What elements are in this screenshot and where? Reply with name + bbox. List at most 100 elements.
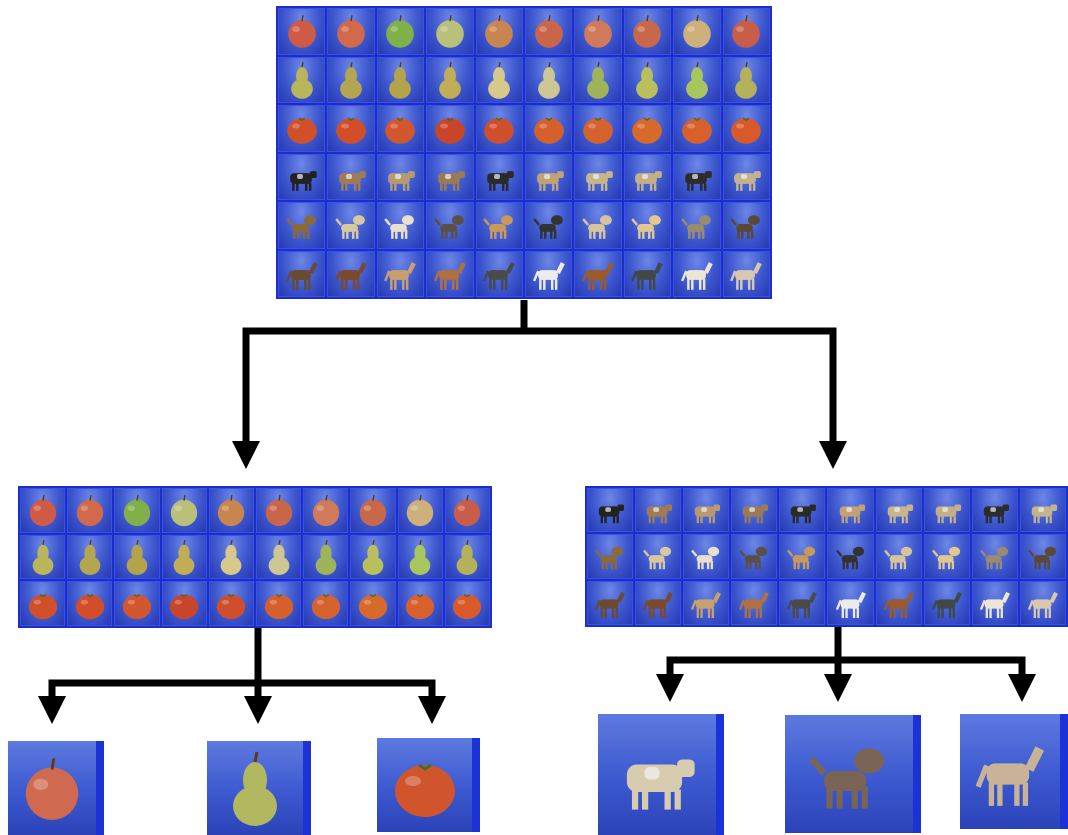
tomato-image-6 bbox=[525, 105, 573, 152]
leaf-apple-image bbox=[8, 741, 104, 835]
dog-image-4 bbox=[731, 534, 778, 579]
pear-image-3 bbox=[376, 56, 425, 103]
apple-image-3 bbox=[376, 8, 425, 55]
horse-image-2 bbox=[635, 580, 682, 625]
apple-image-7 bbox=[303, 488, 349, 533]
horse-image-9 bbox=[673, 250, 721, 297]
cow-image-9 bbox=[971, 488, 1018, 533]
cow-image-1 bbox=[587, 488, 634, 533]
pear-image-1 bbox=[20, 534, 66, 580]
apple-image-5 bbox=[475, 8, 523, 55]
cow-image-2 bbox=[327, 153, 375, 200]
tomato-image-2 bbox=[327, 105, 375, 152]
tomato-image-9 bbox=[673, 105, 721, 152]
dog-image-4 bbox=[426, 202, 474, 249]
apple-image-9 bbox=[673, 8, 721, 55]
arrow-animals-to-cow bbox=[656, 627, 842, 702]
cow-image-7 bbox=[574, 153, 622, 200]
tomato-image-6 bbox=[256, 581, 302, 626]
cow-image-8 bbox=[923, 488, 970, 533]
pear-image-10 bbox=[722, 56, 770, 103]
pear-image-7 bbox=[574, 56, 622, 103]
apple-image-5 bbox=[208, 488, 254, 533]
tomato-image-7 bbox=[574, 105, 622, 152]
horse-image-4 bbox=[426, 250, 474, 297]
horse-image-8 bbox=[923, 580, 970, 625]
horse-image-3 bbox=[683, 580, 730, 625]
arrow-root-to-fruits bbox=[232, 300, 528, 469]
cow-image-1 bbox=[278, 153, 326, 200]
dog-image-3 bbox=[683, 534, 730, 579]
arrow-fruits-to-tomato bbox=[258, 679, 446, 724]
fruit-image-grid bbox=[18, 486, 492, 628]
pear-image-7 bbox=[303, 534, 349, 580]
apple-image-1 bbox=[278, 8, 326, 55]
dog-image-8 bbox=[923, 534, 970, 579]
horse-image-4 bbox=[731, 580, 778, 625]
pear-image-10 bbox=[444, 534, 490, 580]
dog-image-5 bbox=[475, 202, 523, 249]
horse-image-5 bbox=[475, 250, 523, 297]
horse-image-6 bbox=[525, 250, 573, 297]
apple-image-7 bbox=[574, 8, 622, 55]
horse-image-9 bbox=[971, 580, 1018, 625]
pear-image-6 bbox=[525, 56, 573, 103]
horse-image-7 bbox=[574, 250, 622, 297]
dog-image-10 bbox=[722, 202, 770, 249]
pear-image-1 bbox=[278, 56, 326, 103]
pear-image-5 bbox=[208, 534, 254, 580]
horse-image-2 bbox=[327, 250, 375, 297]
tomato-image-5 bbox=[208, 581, 254, 626]
tomato-image-8 bbox=[350, 581, 396, 626]
horse-image-7 bbox=[875, 580, 922, 625]
tomato-image-4 bbox=[426, 105, 474, 152]
dog-image-6 bbox=[827, 534, 874, 579]
dog-image-3 bbox=[376, 202, 425, 249]
apple-image-6 bbox=[525, 8, 573, 55]
dog-image-2 bbox=[327, 202, 375, 249]
cow-image-4 bbox=[731, 488, 778, 533]
tomato-image-4 bbox=[161, 581, 207, 626]
apple-image-9 bbox=[397, 488, 443, 533]
pear-image-9 bbox=[397, 534, 443, 580]
dog-image-9 bbox=[971, 534, 1018, 579]
dog-image-7 bbox=[574, 202, 622, 249]
apple-image-3 bbox=[114, 488, 160, 533]
pear-image-9 bbox=[673, 56, 721, 103]
dog-image-2 bbox=[635, 534, 682, 579]
leaf-pear-image bbox=[207, 741, 311, 835]
tomato-image-1 bbox=[278, 105, 326, 152]
horse-image-6 bbox=[827, 580, 874, 625]
cow-image-8 bbox=[623, 153, 672, 200]
cow-image-5 bbox=[779, 488, 826, 533]
tomato-image-1 bbox=[20, 581, 66, 626]
cow-image-9 bbox=[673, 153, 721, 200]
cow-image-10 bbox=[722, 153, 770, 200]
cow-image-7 bbox=[875, 488, 922, 533]
horse-image-3 bbox=[376, 250, 425, 297]
dog-image-10 bbox=[1019, 534, 1066, 579]
cow-image-10 bbox=[1019, 488, 1066, 533]
arrow-fruits-to-apple bbox=[38, 628, 262, 724]
animal-image-grid bbox=[585, 486, 1068, 627]
apple-image-8 bbox=[350, 488, 396, 533]
horse-image-1 bbox=[587, 580, 634, 625]
horse-image-10 bbox=[1019, 580, 1066, 625]
dog-image-1 bbox=[278, 202, 326, 249]
pear-image-2 bbox=[67, 534, 113, 580]
apple-image-1 bbox=[20, 488, 66, 533]
dog-image-7 bbox=[875, 534, 922, 579]
apple-image-8 bbox=[623, 8, 672, 55]
cow-image-3 bbox=[376, 153, 425, 200]
leaf-tomato-image bbox=[377, 738, 480, 832]
pear-image-4 bbox=[161, 534, 207, 580]
apple-image-2 bbox=[67, 488, 113, 533]
cow-image-6 bbox=[525, 153, 573, 200]
dog-image-1 bbox=[587, 534, 634, 579]
dog-image-8 bbox=[623, 202, 672, 249]
pear-image-6 bbox=[256, 534, 302, 580]
cow-image-6 bbox=[827, 488, 874, 533]
horse-image-10 bbox=[722, 250, 770, 297]
leaf-cow-image bbox=[598, 714, 724, 835]
